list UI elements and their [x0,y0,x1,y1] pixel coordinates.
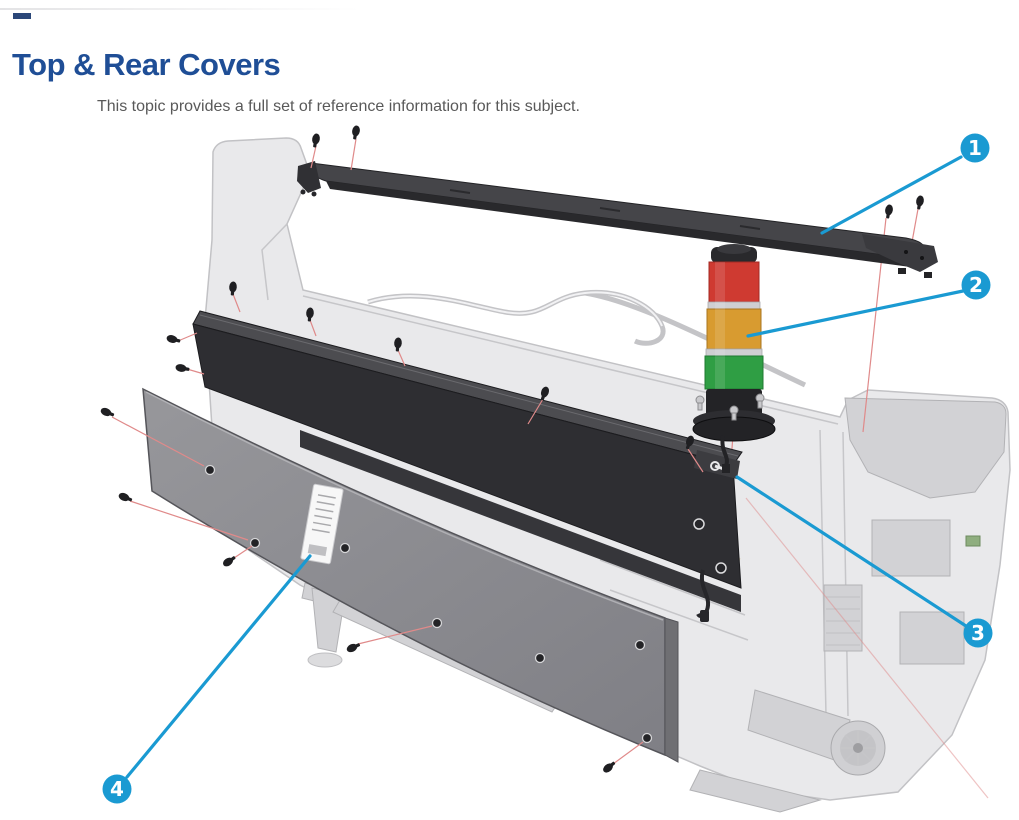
fixing-screws [99,124,925,775]
callout-leader-line [820,155,963,235]
callout-badge [102,774,132,804]
beacon-tower [692,244,776,473]
page-subtitle: This topic provides a full set of refere… [97,98,580,115]
nav-accent-dash [13,13,31,19]
top-cover [297,161,938,278]
callout-3: 3 [735,475,993,648]
beacon-cable [720,435,729,467]
callout-leader-line [735,475,968,628]
top-cover-right-bracket [862,234,938,272]
right-end-machinery [689,397,1007,813]
beacon-base-pins [695,393,765,421]
svg-text:2: 2 [969,273,983,297]
callout-badge [963,618,993,648]
callout-2: 2 [746,270,991,338]
panel-screw-holes [204,464,653,744]
callout-leader-line [746,289,965,338]
svg-text:1: 1 [968,136,982,160]
top-cover-left-bracket [297,161,321,193]
rear-cover [192,310,743,622]
callout-1: 1 [820,133,990,235]
svg-text:4: 4 [110,777,124,801]
callout-badge [960,133,990,163]
callout-leader-line [125,554,312,779]
page-top-rule [0,8,360,10]
product-label [300,483,344,565]
beacon-amber-segment [706,308,762,350]
svg-text:3: 3 [971,621,985,645]
callout-4: 4 [102,554,312,804]
beacon-red-segment [708,261,760,303]
printer-exploded-diagram: 1 2 3 4 [99,124,1011,813]
ink-tube-bundle [367,289,807,388]
foot [307,652,343,668]
rear-cover-lower-rail [300,430,741,612]
callout-badge [961,270,991,300]
callouts: 1 2 3 4 [102,133,993,804]
beacon-green-segment [704,355,764,390]
page-title: Top & Rear Covers [12,46,281,82]
lower-rear-panel [142,387,679,763]
